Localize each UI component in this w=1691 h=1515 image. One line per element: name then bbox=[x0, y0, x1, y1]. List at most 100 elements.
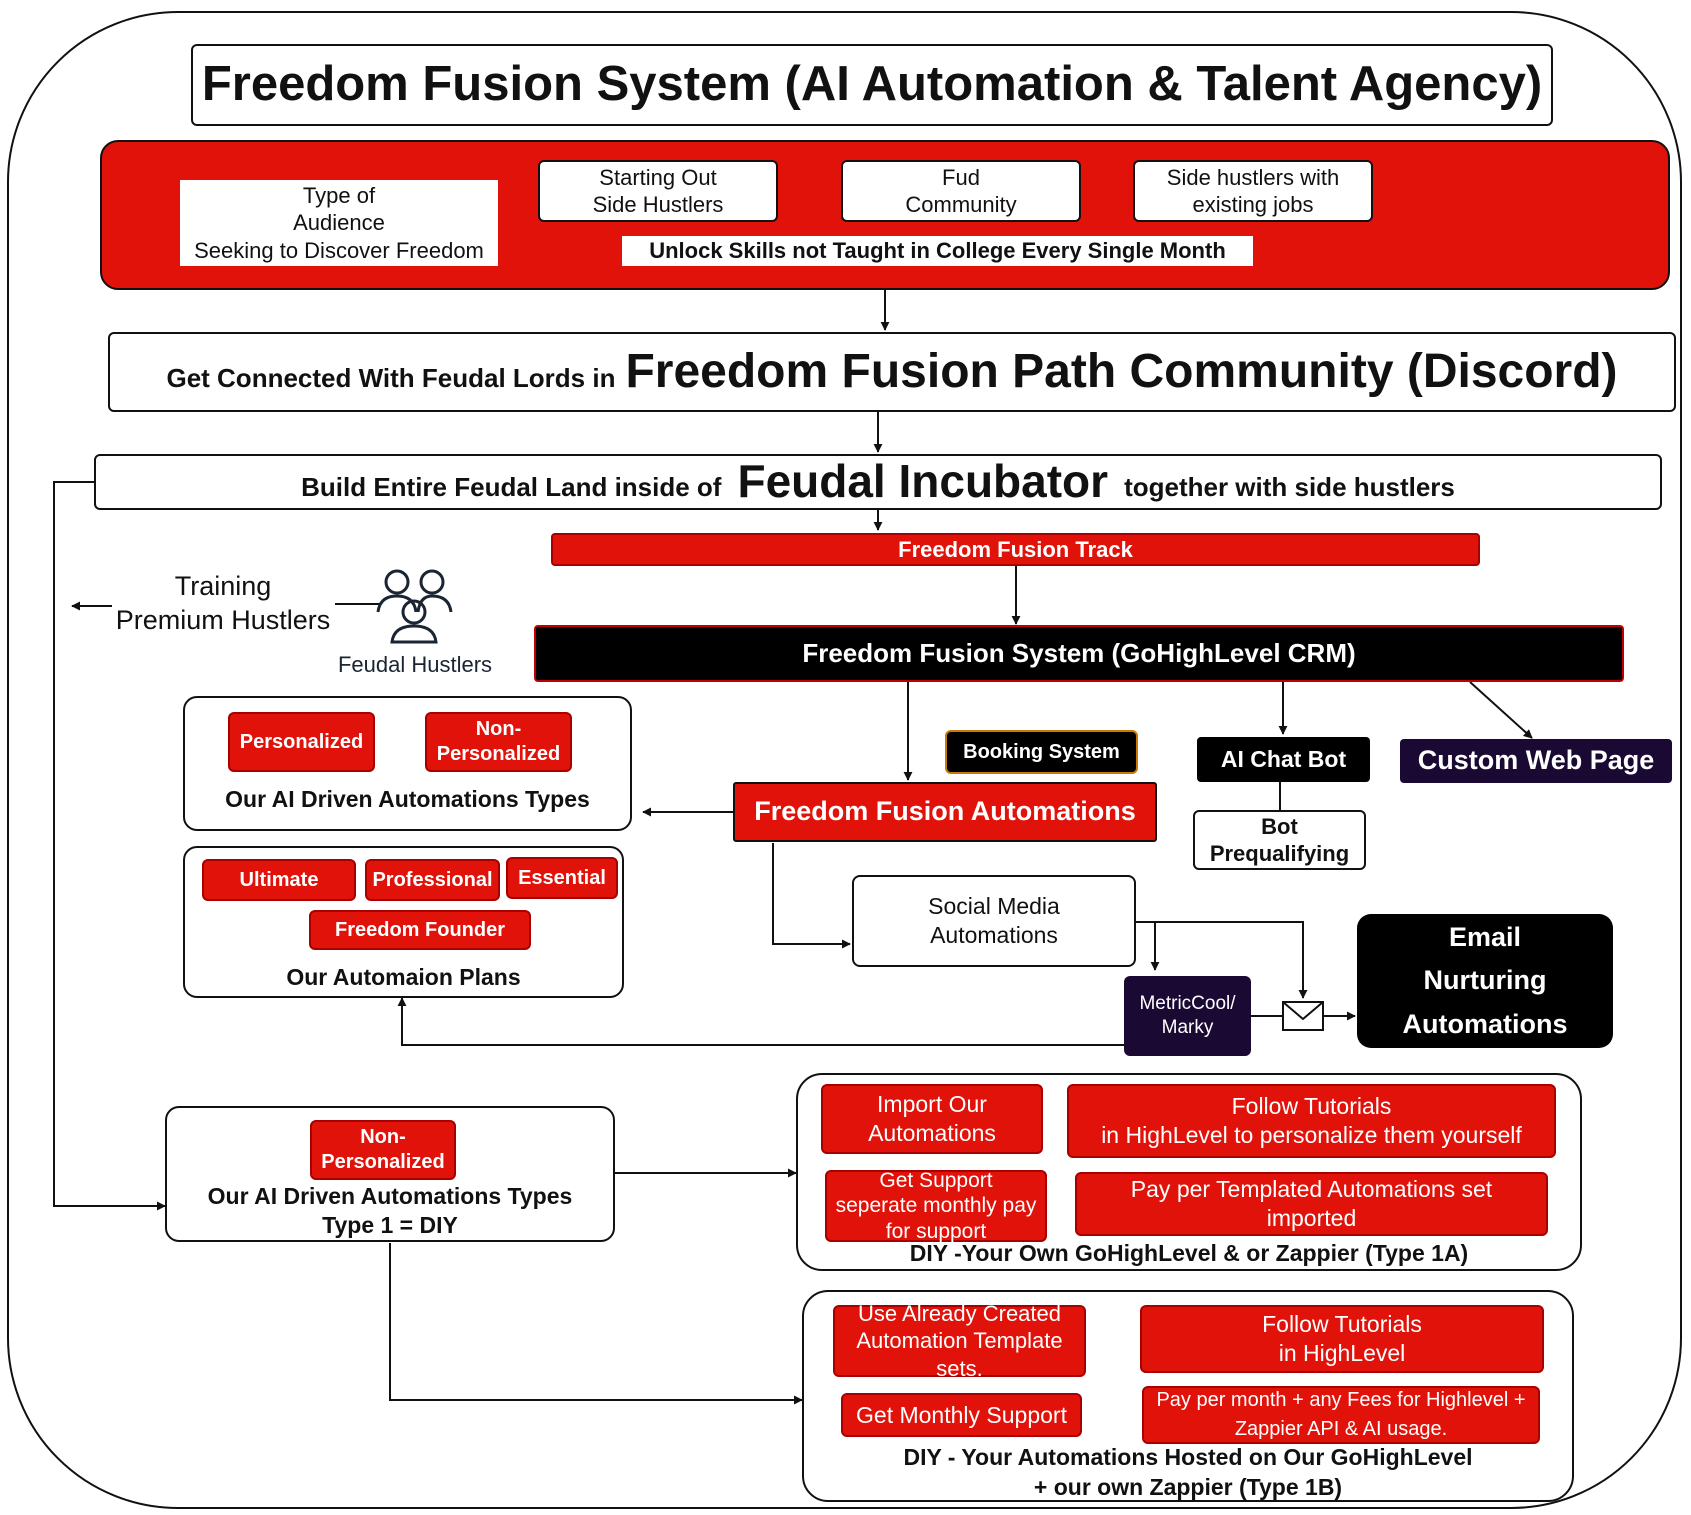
follow-tutorials-1a-box: Follow Tutorials in HighLevel to persona… bbox=[1067, 1084, 1556, 1158]
training-label: Training Premium Hustlers bbox=[108, 570, 338, 638]
diy-caption-line: Type 1 = DIY bbox=[322, 1211, 458, 1238]
audience-item-line: Starting Out bbox=[599, 164, 717, 190]
incubator-name: Feudal Incubator bbox=[737, 455, 1109, 508]
arrow-social-to-mail bbox=[1136, 921, 1308, 999]
diy-non-personalized-line: Personalized bbox=[321, 1151, 445, 1173]
freedom-fusion-automations: Freedom Fusion Automations bbox=[733, 782, 1157, 842]
tutorials-1a-line: in HighLevel to personalize them yoursel… bbox=[1101, 1122, 1522, 1148]
bot-prequalifying: Bot Prequalifying bbox=[1193, 810, 1366, 870]
booking-system: Booking System bbox=[945, 730, 1138, 774]
diy-caption: Our AI Driven Automations Types Type 1 =… bbox=[165, 1182, 615, 1240]
freedom-fusion-track: Freedom Fusion Track bbox=[551, 533, 1480, 566]
diy-1b-caption-line: DIY - Your Automations Hosted on Our GoH… bbox=[903, 1444, 1473, 1470]
incubator-suffix: together with side hustlers bbox=[1124, 471, 1455, 502]
pay-templated-box: Pay per Templated Automations set import… bbox=[1075, 1172, 1548, 1236]
arrow-automations-to-social bbox=[772, 843, 851, 949]
crm-bar: Freedom Fusion System (GoHighLevel CRM) bbox=[534, 625, 1624, 682]
ai-chat-bot: AI Chat Bot bbox=[1197, 737, 1370, 782]
automation-plans-caption: Our Automaion Plans bbox=[286, 964, 521, 990]
people-icon bbox=[376, 569, 453, 644]
audience-item-starting-out: Starting Out Side Hustlers bbox=[538, 160, 778, 222]
social-line: Social Media bbox=[928, 893, 1060, 920]
community-box: Get Connected With Feudal Lords in Freed… bbox=[108, 332, 1676, 412]
audience-label-line: Type of bbox=[302, 182, 376, 208]
personalized-badge: Personalized bbox=[228, 712, 375, 772]
import-line: Automations bbox=[868, 1120, 996, 1146]
pay-month-line: Pay per month + any Fees for Highlevel + bbox=[1156, 1389, 1526, 1411]
non-personalized-line: Non- bbox=[475, 718, 522, 740]
audience-item-line: Side hustlers with bbox=[1166, 164, 1340, 190]
diy-non-personalized-badge: Non- Personalized bbox=[310, 1120, 456, 1180]
social-media-automations: Social Media Automations bbox=[852, 875, 1136, 967]
metricool-line: Marky bbox=[1161, 1017, 1214, 1038]
training-line: Training bbox=[174, 571, 272, 601]
outer-frame bbox=[7, 11, 1682, 1509]
audience-item-fud-community: Fud Community bbox=[841, 160, 1081, 222]
email-line: Email bbox=[1448, 922, 1522, 953]
diy-1a-caption: DIY -Your Own GoHighLevel & or Zappier (… bbox=[909, 1240, 1469, 1266]
plan-ultimate: Ultimate bbox=[202, 859, 356, 901]
audience-label-box: Type of Audience Seeking to Discover Fre… bbox=[180, 180, 498, 266]
pay-templated-line: imported bbox=[1266, 1205, 1357, 1231]
metricool-marky: MetricCool/ Marky bbox=[1124, 976, 1251, 1056]
feudal-hustlers-label: Feudal Hustlers bbox=[337, 652, 493, 677]
follow-tutorials-1b-box: Follow Tutorials in HighLevel bbox=[1140, 1305, 1544, 1373]
page-title: Freedom Fusion System (AI Automation & T… bbox=[201, 57, 1543, 112]
audience-item-side-hustlers: Side hustlers with existing jobs bbox=[1133, 160, 1373, 222]
import-automations-box: Import Our Automations bbox=[821, 1084, 1043, 1154]
audience-tagline: Unlock Skills not Taught in College Ever… bbox=[622, 236, 1253, 266]
diy-1b-caption-line: + our own Zappier (Type 1B) bbox=[1033, 1473, 1343, 1500]
arrow-crm-to-customweb bbox=[1469, 681, 1533, 739]
email-nurturing-automations: Email Nurturing Automations bbox=[1357, 914, 1613, 1048]
automation-types-caption: Our AI Driven Automations Types bbox=[225, 786, 590, 812]
audience-item-line: Community bbox=[905, 192, 1017, 217]
diy-non-personalized-line: Non- bbox=[360, 1126, 406, 1148]
incubator-prefix: Build Entire Feudal Land inside of bbox=[301, 471, 722, 502]
arrow-metricool-to-plans bbox=[397, 997, 1124, 1046]
pay-per-month-box: Pay per month + any Fees for Highlevel +… bbox=[1142, 1386, 1540, 1444]
use-template-line: Use Already Created bbox=[858, 1300, 1061, 1326]
email-line: Nurturing bbox=[1423, 965, 1547, 996]
support-1a-line: for support bbox=[885, 1219, 987, 1243]
page-title-box: Freedom Fusion System (AI Automation & T… bbox=[191, 44, 1553, 126]
get-monthly-support-box: Get Monthly Support bbox=[841, 1393, 1082, 1437]
email-line: Automations bbox=[1402, 1008, 1568, 1039]
training-line: Premium Hustlers bbox=[115, 604, 331, 635]
pay-month-line: Zappier API & AI usage. bbox=[1234, 1418, 1448, 1440]
audience-label-line: Seeking to Discover Freedom bbox=[194, 237, 484, 263]
plan-freedom-founder: Freedom Founder bbox=[309, 910, 531, 950]
audience-item-line: existing jobs bbox=[1192, 192, 1314, 217]
incubator-box: Build Entire Feudal Land inside of Feuda… bbox=[94, 454, 1662, 510]
plan-professional: Professional bbox=[365, 859, 500, 901]
bot-prequal-line: Prequalifying bbox=[1209, 841, 1350, 866]
diy-caption-line: Our AI Driven Automations Types bbox=[207, 1183, 573, 1209]
tutorials-1a-line: Follow Tutorials bbox=[1231, 1093, 1392, 1120]
tutorials-1b-line: in HighLevel bbox=[1278, 1340, 1406, 1366]
import-line: Import Our bbox=[877, 1091, 987, 1118]
get-support-1a-box: Get Support seperate monthly pay for sup… bbox=[825, 1169, 1047, 1243]
non-personalized-line: Personalized bbox=[436, 743, 561, 765]
audience-item-line: Fud bbox=[942, 164, 980, 190]
support-1a-line: seperate monthly pay bbox=[835, 1194, 1037, 1218]
community-prefix: Get Connected With Feudal Lords in bbox=[166, 362, 616, 393]
tutorials-1b-line: Follow Tutorials bbox=[1262, 1311, 1422, 1338]
use-template-sets-box: Use Already Created Automation Template … bbox=[833, 1301, 1086, 1381]
pay-templated-line: Pay per Templated Automations set bbox=[1130, 1176, 1493, 1203]
non-personalized-badge: Non- Personalized bbox=[425, 712, 572, 772]
social-line: Automations bbox=[930, 922, 1058, 948]
community-name: Freedom Fusion Path Community (Discord) bbox=[625, 345, 1618, 398]
arrow-diy-to-1b bbox=[389, 1243, 803, 1405]
use-template-line: Automation Template sets. bbox=[856, 1328, 1063, 1381]
envelope-icon bbox=[1282, 1001, 1324, 1031]
arrow-incubator-to-diy bbox=[53, 481, 166, 1211]
metricool-line: MetricCool/ bbox=[1139, 993, 1236, 1015]
audience-label-line: Audience bbox=[293, 210, 385, 236]
plan-essential: Essential bbox=[506, 857, 618, 899]
support-1a-line: Get Support bbox=[879, 1169, 993, 1193]
custom-web-page: Custom Web Page bbox=[1400, 739, 1672, 783]
bot-prequal-line: Bot bbox=[1261, 813, 1298, 839]
audience-item-line: Side Hustlers bbox=[592, 192, 724, 217]
diy-1b-caption: DIY - Your Automations Hosted on Our GoH… bbox=[802, 1443, 1574, 1503]
